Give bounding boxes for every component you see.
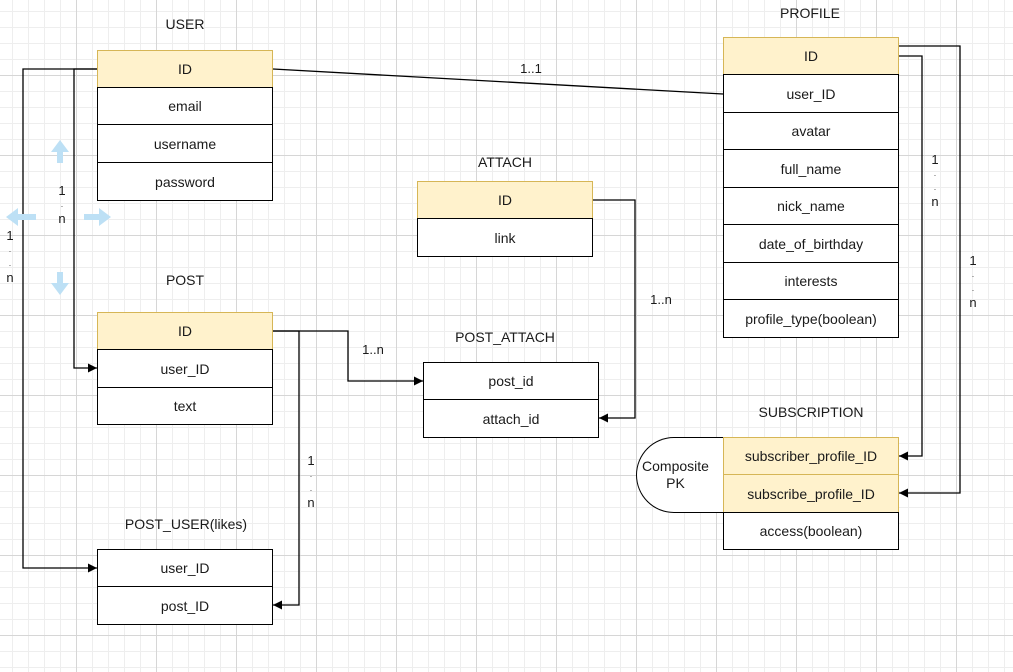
user-id-field[interactable]: ID <box>97 50 273 88</box>
label-post-post-user: 1..n <box>307 453 315 510</box>
edge-user-post-user <box>22 68 97 573</box>
post-user-id-field[interactable]: user_ID <box>97 349 273 388</box>
entity-user[interactable]: ID email username password <box>97 50 273 201</box>
post-attach-attach-id-field[interactable]: attach_id <box>423 399 599 438</box>
post-attach-post-id-field[interactable]: post_id <box>423 362 599 400</box>
user-username-field[interactable]: username <box>97 124 273 163</box>
entity-profile[interactable]: ID user_ID avatar full_name nick_name da… <box>723 37 899 338</box>
entity-title-post-user: POST_USER(likes) <box>124 516 248 532</box>
user-email-field[interactable]: email <box>97 87 273 125</box>
profile-interests-field[interactable]: interests <box>723 262 899 300</box>
composite-pk-annotation: Composite PK <box>636 437 736 513</box>
label-profile-subscribe: 1..n <box>969 253 977 310</box>
entity-post-attach[interactable]: post_id attach_id <box>423 362 599 438</box>
entity-title-post: POST <box>165 272 205 288</box>
label-attach-post-attach: 1..n <box>650 292 672 307</box>
entity-post-user[interactable]: user_ID post_ID <box>97 549 273 625</box>
entity-subscription[interactable]: subscriber_profile_ID subscribe_profile_… <box>723 437 899 550</box>
attach-id-field[interactable]: ID <box>417 181 593 219</box>
composite-pk-label: Composite PK <box>642 458 709 491</box>
subscription-access-field[interactable]: access(boolean) <box>723 512 899 550</box>
profile-avatar-field[interactable]: avatar <box>723 112 899 150</box>
handle-arrow-up-icon <box>51 140 69 163</box>
post-user-post-id-field[interactable]: post_ID <box>97 586 273 625</box>
post-user-user-id-field[interactable]: user_ID <box>97 549 273 587</box>
profile-user-id-field[interactable]: user_ID <box>723 74 899 113</box>
edge-user-profile <box>272 68 724 95</box>
profile-date-of-birthday-field[interactable]: date_of_birthday <box>723 224 899 263</box>
attach-link-field[interactable]: link <box>417 218 593 257</box>
edge-post-post-user <box>273 330 300 610</box>
handle-arrow-left-icon <box>6 208 36 226</box>
entity-post[interactable]: ID user_ID text <box>97 312 273 425</box>
profile-nick-name-field[interactable]: nick_name <box>723 187 899 225</box>
entity-title-user: USER <box>165 16 205 32</box>
edge-profile-subscribe <box>899 45 961 498</box>
profile-type-field[interactable]: profile_type(boolean) <box>723 299 899 338</box>
edge-profile-subscriber <box>899 55 923 461</box>
label-profile-subscriber: 1..n <box>931 152 939 209</box>
entity-attach[interactable]: ID link <box>417 181 593 257</box>
handle-arrow-down-icon <box>51 272 69 295</box>
edge-user-post <box>73 68 97 373</box>
entity-title-post-attach: POST_ATTACH <box>455 329 555 345</box>
handle-arrow-right-icon <box>84 208 111 226</box>
profile-id-field[interactable]: ID <box>723 37 899 75</box>
subscription-subscriber-profile-id-field[interactable]: subscriber_profile_ID <box>723 437 899 475</box>
profile-full-name-field[interactable]: full_name <box>723 149 899 188</box>
label-post-post-attach: 1..n <box>362 342 384 357</box>
entity-title-profile: PROFILE <box>780 5 840 21</box>
post-id-field[interactable]: ID <box>97 312 273 350</box>
user-password-field[interactable]: password <box>97 162 273 201</box>
subscription-subscribe-profile-id-field[interactable]: subscribe_profile_ID <box>723 474 899 513</box>
post-text-field[interactable]: text <box>97 387 273 425</box>
label-user-profile: 1..1 <box>520 61 542 76</box>
entity-title-subscription: SUBSCRIPTION <box>758 404 864 420</box>
label-user-post-user: 1..n <box>6 228 14 285</box>
label-user-post: 1.n <box>58 183 66 226</box>
edge-post-post-attach <box>273 330 423 386</box>
entity-title-attach: ATTACH <box>478 154 532 170</box>
